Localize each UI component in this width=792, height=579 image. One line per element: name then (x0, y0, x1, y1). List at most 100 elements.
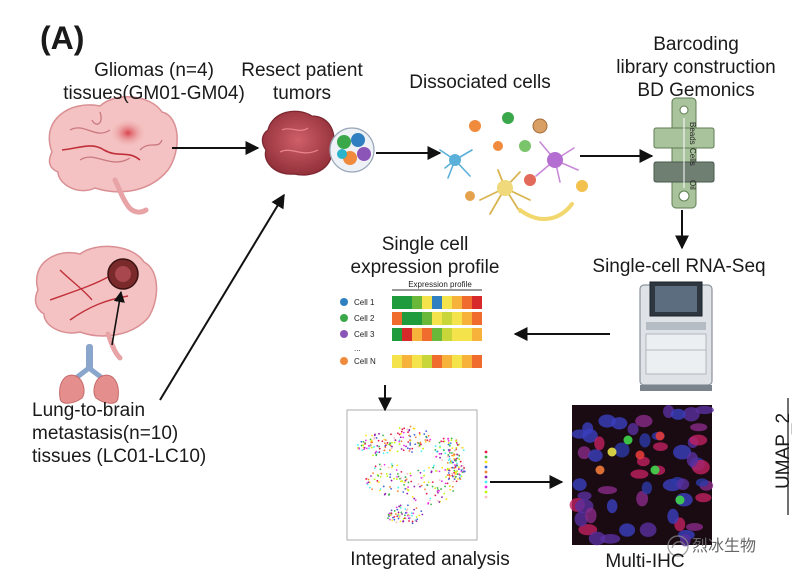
tsne-point (370, 475, 372, 477)
tsne-point (451, 451, 453, 454)
tsne-point (388, 494, 390, 496)
tsne-point (453, 453, 456, 456)
tsne-legend-swatch (484, 450, 488, 454)
tsne-point (394, 439, 397, 442)
tsne-point (400, 440, 403, 443)
tsne-point (365, 478, 368, 480)
tsne-point (379, 475, 382, 478)
tsne-point (448, 485, 451, 488)
tsne-point (419, 485, 421, 488)
tsne-point (447, 469, 450, 472)
tsne-point (365, 434, 367, 437)
tsne-point (390, 433, 392, 436)
tsne-point (396, 490, 399, 493)
tsne-point (447, 448, 450, 451)
heatmap-cell (472, 312, 482, 325)
tsne-point (415, 516, 418, 518)
tsne-point (435, 455, 437, 458)
watermark-logo-icon (667, 535, 689, 557)
tsne-point (451, 447, 454, 450)
ihc-label: Multi-IHC (605, 551, 685, 572)
tsne-point (364, 442, 366, 445)
tsne-point (430, 470, 433, 473)
ihc-nucleus (577, 446, 591, 460)
tsne-point (395, 469, 398, 471)
ihc-marker-cell (675, 495, 685, 505)
tsne-point (378, 447, 381, 450)
tsne-point (395, 506, 398, 509)
tsne-point (390, 463, 393, 465)
tsne-point (376, 479, 379, 482)
tsne-point (451, 472, 454, 475)
tsne-point (415, 520, 418, 522)
tsne-point (393, 515, 396, 518)
tsne-point (430, 503, 432, 506)
tsne-point (403, 483, 406, 486)
tsne-point (411, 522, 414, 525)
tsne-point (456, 462, 458, 465)
tsne-point (438, 470, 441, 473)
heatmap-row-dot (340, 314, 348, 322)
tsne-point (457, 478, 459, 480)
cartridge-icon: Beads Cells Oil (653, 97, 715, 209)
ihc-nucleus (676, 478, 690, 491)
tsne-point (428, 499, 431, 502)
tsne-point (448, 451, 451, 454)
tsne-point (398, 427, 401, 429)
tsne-point (416, 518, 419, 521)
tsne-point (389, 444, 392, 447)
tsne-point (398, 515, 401, 518)
heatmap-cell (402, 296, 412, 309)
tsne-point (455, 480, 458, 483)
tsne-point (358, 447, 361, 450)
tsne-point (420, 450, 423, 453)
tsne-point (393, 437, 396, 439)
tsne-legend-swatch (484, 470, 488, 474)
tsne-point (441, 466, 444, 469)
tsne-point (406, 508, 409, 511)
ihc-nucleus (636, 490, 649, 507)
tsne-point (356, 444, 359, 446)
tsne-point (383, 463, 386, 466)
tsne-point (412, 512, 415, 515)
tsne-point (386, 441, 389, 444)
tsne-point (406, 447, 409, 450)
tsne-point (452, 490, 455, 492)
profile-label-line1: Single cell (381, 234, 469, 255)
tsne-point (447, 453, 450, 456)
heatmap-cell (422, 328, 432, 341)
metastasis-brain-icon (34, 245, 158, 361)
tsne-legend-swatch (484, 495, 488, 499)
tsne-point (458, 477, 461, 479)
tsne-point (383, 449, 386, 452)
tsne-point (390, 479, 393, 482)
ihc-nucleus (695, 492, 712, 503)
tsne-point (444, 452, 447, 455)
tsne-point (423, 481, 426, 484)
tsne-point (389, 442, 392, 445)
tsne-point (438, 452, 441, 455)
tsne-point (367, 444, 370, 447)
tsne-point (393, 510, 396, 512)
tsne-point (400, 430, 403, 433)
side-axis-label: UMAP_2 (773, 412, 792, 490)
tsne-point (444, 482, 447, 485)
tsne-point (373, 467, 376, 470)
tsne-point (389, 476, 392, 479)
heatmap-cell (402, 312, 412, 325)
tsne-point (362, 440, 365, 443)
tsne-point (411, 496, 414, 498)
tsne-point (375, 450, 378, 453)
tsne-point (404, 508, 407, 511)
tsne-point (410, 480, 413, 483)
ihc-nucleus (635, 414, 653, 428)
heatmap-cell (422, 296, 432, 309)
heatmap-cell (472, 355, 482, 368)
tsne-point (375, 454, 378, 457)
ihc-marker-cell (635, 450, 645, 460)
tsne-point (376, 444, 379, 447)
tsne-point (363, 446, 366, 449)
tsne-point (419, 472, 422, 474)
ihc-nucleus (639, 433, 651, 448)
tsne-point (401, 428, 404, 431)
